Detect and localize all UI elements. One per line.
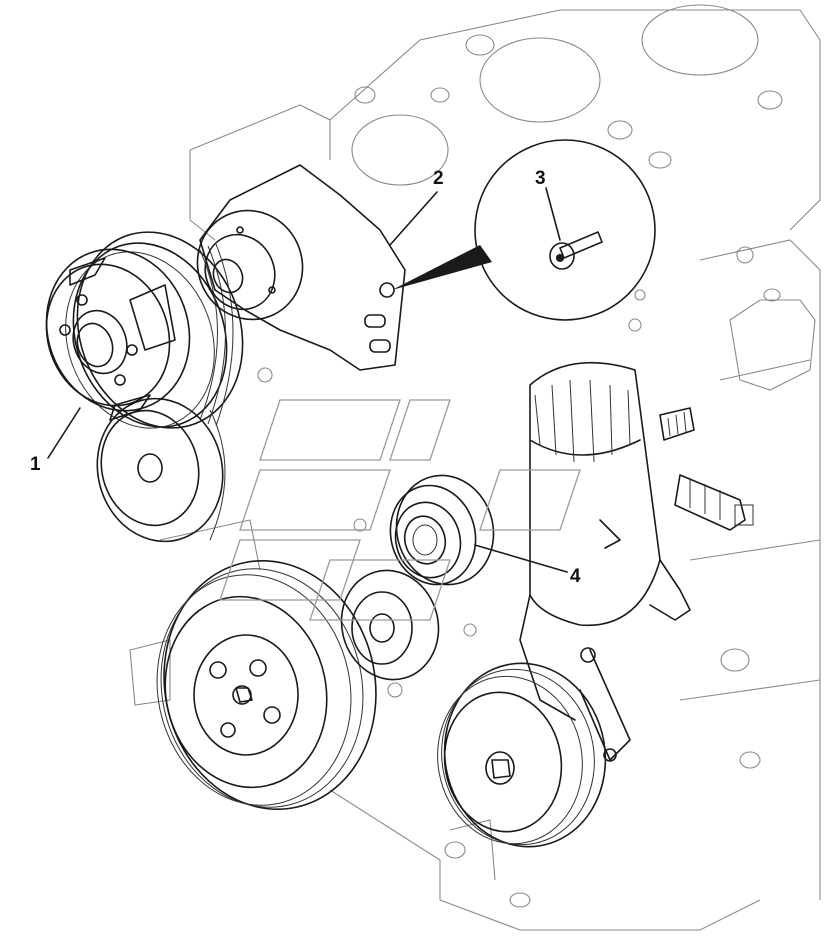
upper-idler-pulley — [96, 397, 226, 543]
bolt-detail — [392, 139, 656, 321]
oil-filter-housing — [519, 361, 695, 762]
callout-4: 4 — [570, 566, 581, 587]
leader-lines — [47, 187, 568, 573]
engine-block — [129, 4, 821, 931]
small-idler-pulley — [340, 569, 440, 681]
alternator-pulley — [437, 662, 607, 848]
crankshaft-pulley — [156, 559, 377, 811]
water-pump-pulley — [45, 231, 244, 429]
water-pump — [196, 164, 406, 371]
callout-3: 3 — [535, 168, 546, 189]
callout-1: 1 — [30, 454, 41, 475]
watermark — [219, 399, 581, 621]
bolt-icon — [549, 231, 603, 270]
idler-pulley — [389, 474, 495, 586]
callout-2: 2 — [433, 168, 444, 189]
